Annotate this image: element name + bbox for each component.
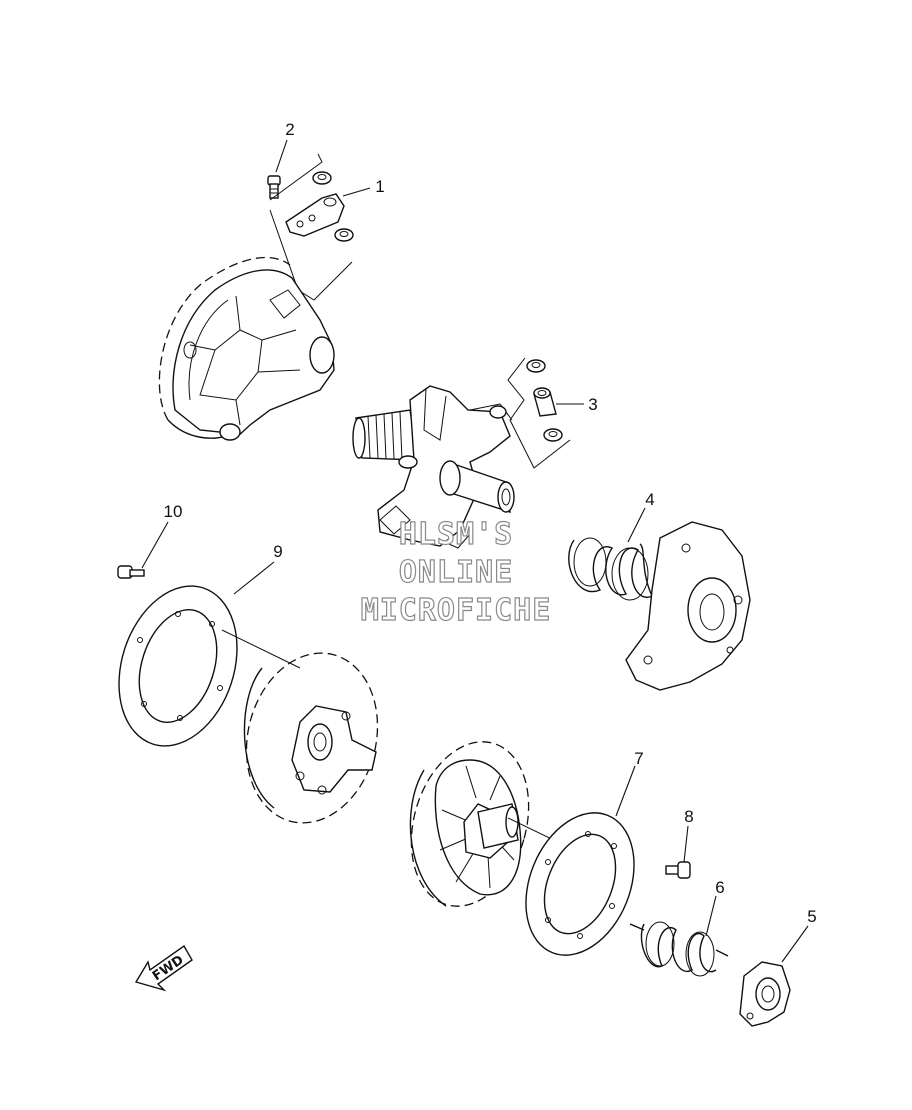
fixed-sheave [158,256,335,441]
part-3-roller-set [507,357,571,469]
leader-lines [141,139,809,963]
callout-7: 7 [634,749,643,768]
watermark-line-1: HLSM'S [399,517,513,552]
part-5-cam [739,961,791,1027]
callout-4: 4 [645,490,654,509]
part-10-bolt [117,565,145,579]
movable-sheave [243,652,379,824]
part-1-arm-assembly [269,153,354,301]
callout-9: 9 [273,542,282,561]
part-8-bolt [665,861,691,879]
cover-plate [625,521,751,691]
part-6-spring [629,921,729,977]
watermark-line-3: MICROFICHE [361,593,552,628]
callout-2: 2 [285,120,294,139]
callout-3: 3 [588,395,597,414]
callout-1: 1 [375,177,384,196]
callout-labels: 2 1 3 4 5 6 7 8 9 10 [164,120,817,926]
callout-6: 6 [715,878,724,897]
part-2-bolt [267,175,281,199]
part-4-spring [568,537,653,601]
callout-8: 8 [684,807,693,826]
fwd-arrow-icon: FWD [134,944,193,992]
callout-5: 5 [807,907,816,926]
spider-hub [352,385,515,549]
callout-10: 10 [164,502,183,521]
watermark: HLSM'S ONLINE MICROFICHE [360,516,552,628]
watermark-line-2: ONLINE [399,555,513,590]
secondary-sheave [409,741,621,907]
part-9-ring [118,585,301,747]
part-7-ring [525,812,635,956]
